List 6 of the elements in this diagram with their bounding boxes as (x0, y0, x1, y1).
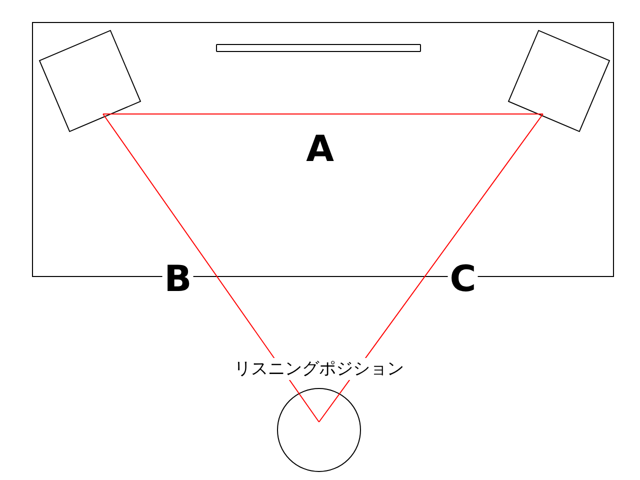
distance-line (102, 114, 320, 422)
screen-bar (216, 44, 421, 52)
speaker-box (508, 30, 610, 132)
distance-line (318, 114, 544, 422)
speaker-box (38, 30, 142, 132)
seat-circle (277, 388, 361, 472)
